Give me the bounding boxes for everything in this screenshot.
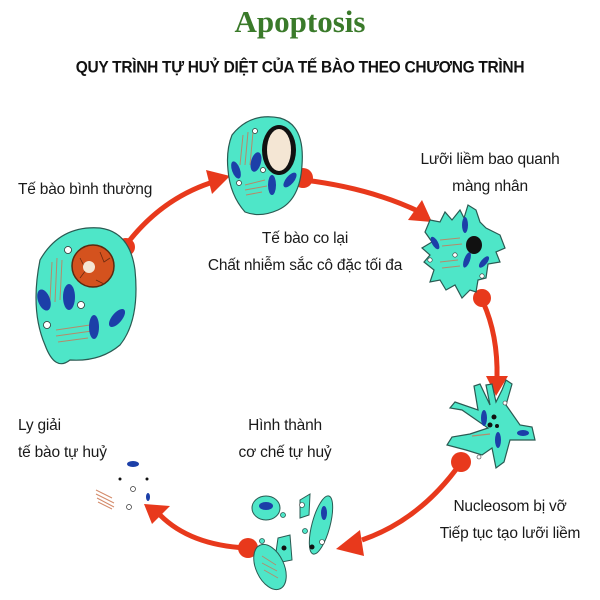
arrowhead xyxy=(336,530,364,556)
arrow-origin-dot xyxy=(451,452,471,472)
stage-label-blebbing: Lưỡi liềm bao quanh màng nhân xyxy=(400,146,580,200)
lysis-debris xyxy=(95,461,150,510)
stage-label-fragmentation: Nucleosom bị vỡ Tiếp tục tạo lưỡi liềm xyxy=(420,493,600,547)
label-line: Tế bào co lại xyxy=(261,230,349,247)
mitochondrion xyxy=(63,284,75,310)
arrowhead xyxy=(144,504,170,524)
label-line: Tế bào bình thường xyxy=(18,181,153,198)
stage-label-lysis: Ly giải tế bào tự huỷ xyxy=(18,412,107,466)
mitochondrion xyxy=(250,152,262,172)
arrowhead xyxy=(206,170,230,194)
mitochondrion xyxy=(231,161,241,179)
label-line: Nucleosom bị vỡ xyxy=(453,498,567,515)
stage-label-shrink: Tế bào co lại Chất nhiễm sắc cô đặc tối … xyxy=(180,225,430,279)
arrow-bodies-to-lysis xyxy=(144,504,258,558)
stage-label-normal: Tế bào bình thường xyxy=(18,176,152,203)
mitochondrion xyxy=(463,252,471,268)
arrow-blebbing-to-fragmentation xyxy=(473,289,508,396)
normal-cell xyxy=(35,227,137,365)
mitochondrion xyxy=(430,236,440,250)
nucleolus xyxy=(83,261,95,273)
arrow-origin-dot xyxy=(238,538,258,558)
mitochondrion xyxy=(268,175,276,195)
mitochondrion xyxy=(283,172,297,188)
arrowhead xyxy=(408,200,432,222)
fragmented-nucleus xyxy=(466,236,482,254)
shrinking-cell xyxy=(226,116,303,216)
label-line: Tiếp tục tạo lưỡi liềm xyxy=(439,525,581,542)
mitochondrion xyxy=(37,289,51,311)
arrowhead xyxy=(486,376,508,396)
mitochondrion xyxy=(478,256,490,268)
endoplasmic-reticulum xyxy=(49,257,93,343)
label-line: tế bào tự huỷ xyxy=(18,444,107,461)
mitochondrion xyxy=(462,217,468,233)
arrow-fragmentation-to-bodies xyxy=(336,452,471,556)
diagram-title: Apoptosis xyxy=(234,4,366,39)
diagram-subtitle: QUY TRÌNH TỰ HUỶ DIỆT CỦA TẾ BÀO THEO CH… xyxy=(75,58,525,77)
label-line: cơ chế tự huỷ xyxy=(238,444,332,461)
label-line: Chất nhiễm sắc cô đặc tối đa xyxy=(207,257,403,274)
apoptotic-bodies xyxy=(251,493,334,591)
label-line: Lưỡi liềm bao quanh xyxy=(420,151,560,168)
label-line: Hình thành xyxy=(248,417,322,434)
stage-label-apoptotic-bodies: Hình thành cơ chế tự huỷ xyxy=(220,412,350,466)
fragmenting-cell xyxy=(446,379,536,470)
arrow-origin-dot xyxy=(473,289,491,307)
label-line: Ly giải xyxy=(18,417,61,434)
blebbing-cell xyxy=(420,204,506,299)
mitochondrion xyxy=(89,315,99,339)
mitochondrion xyxy=(108,308,126,328)
label-line: màng nhân xyxy=(452,178,528,195)
